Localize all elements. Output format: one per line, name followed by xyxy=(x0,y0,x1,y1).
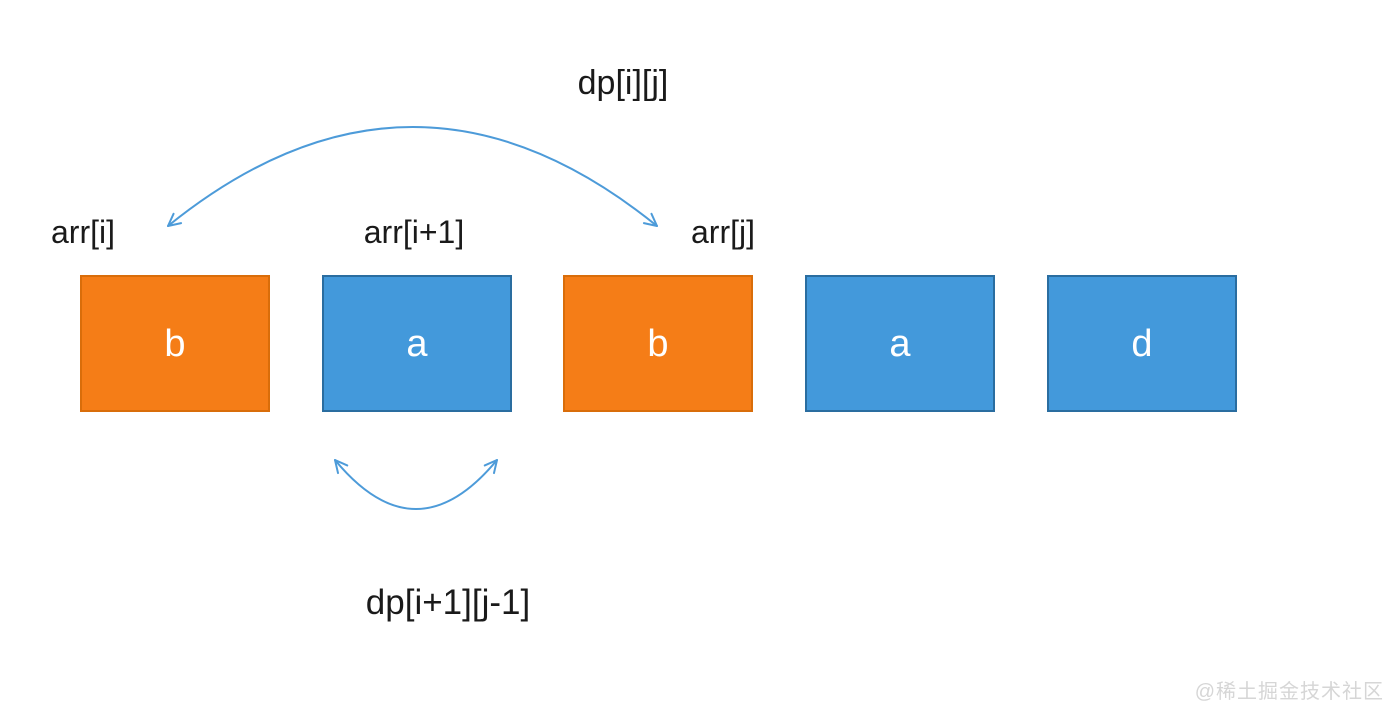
dp-i1-j1-label: dp[i+1][j-1] xyxy=(365,583,531,622)
box-letter-3: a xyxy=(889,322,911,365)
array-box-2: b xyxy=(563,275,753,412)
arr-j-label: arr[j] xyxy=(691,214,755,250)
dp-ij-label: dp[i][j] xyxy=(577,64,669,102)
arr-i-label: arr[i] xyxy=(51,214,115,250)
arr-i-plus-1-label: arr[i+1] xyxy=(363,214,465,250)
box-letter-1: a xyxy=(406,322,428,365)
watermark-text: @稀土掘金技术社区 xyxy=(1194,681,1384,703)
array-box-0: b xyxy=(80,275,270,412)
array-box-1: a xyxy=(322,275,512,412)
box-letter-0: b xyxy=(164,322,186,365)
box-letter-4: d xyxy=(1131,322,1153,365)
array-box-4: d xyxy=(1047,275,1237,412)
dp-inner-arc-arrow xyxy=(334,459,498,510)
box-letter-2: b xyxy=(647,322,669,365)
array-box-3: a xyxy=(805,275,995,412)
dp-ij-arc-arrow xyxy=(167,126,658,227)
